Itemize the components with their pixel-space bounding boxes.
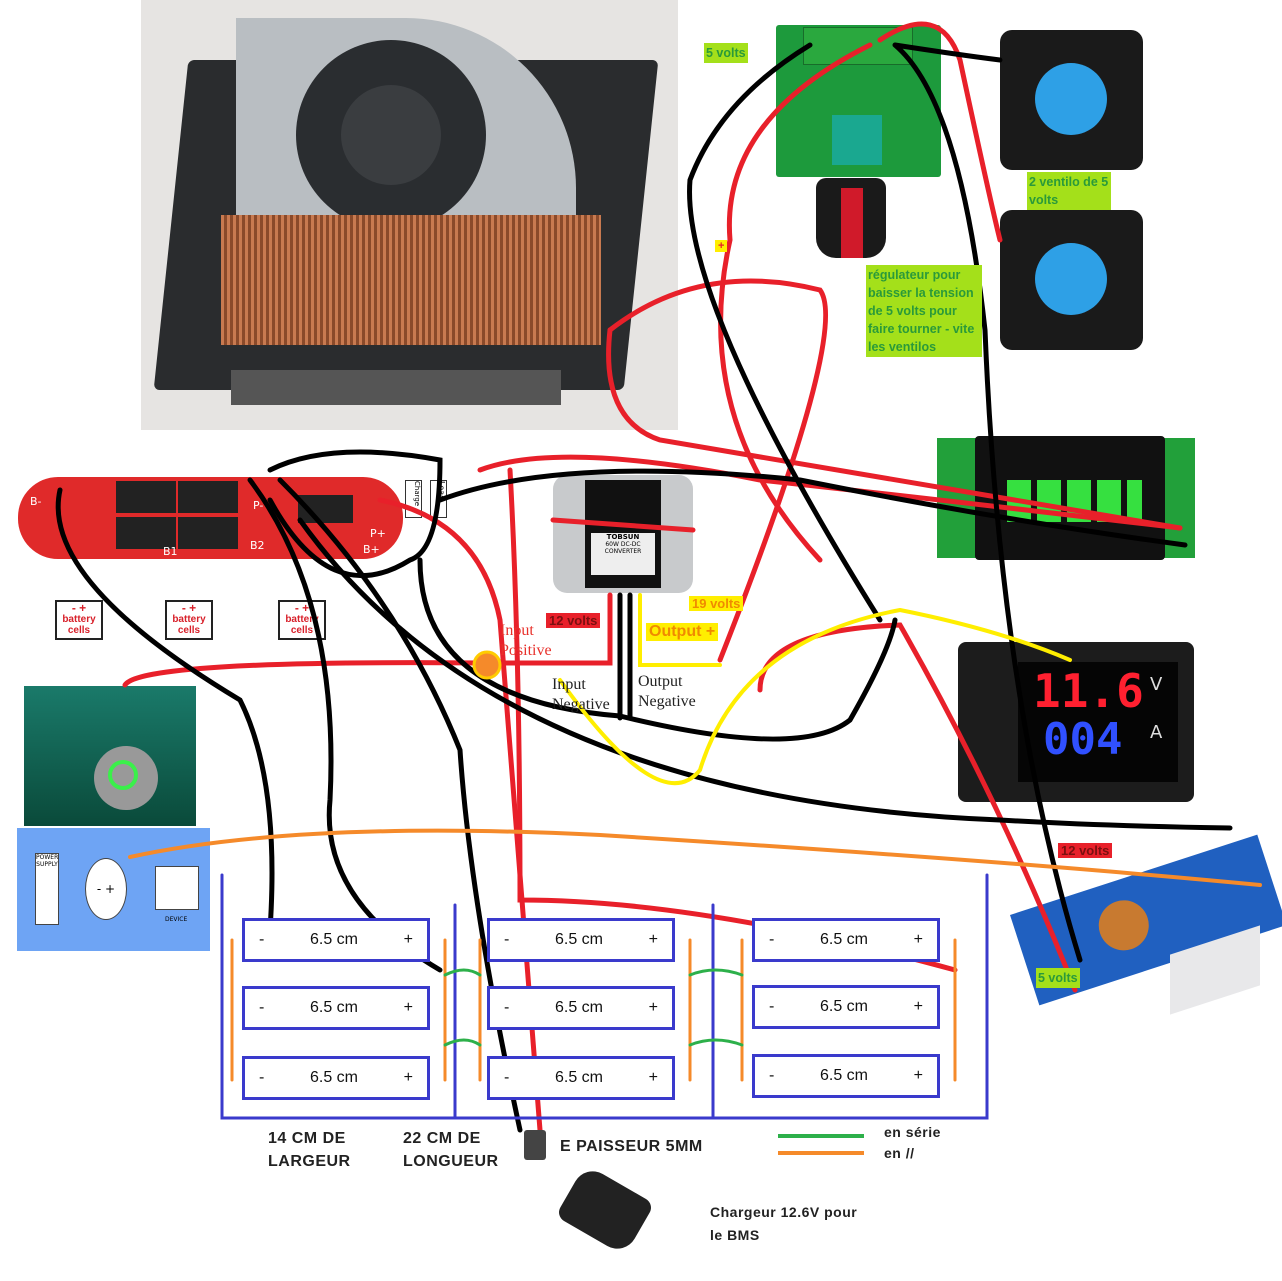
fan-1 xyxy=(1000,30,1143,170)
regulator-knob xyxy=(816,178,886,258)
illuminated-switch-photo xyxy=(24,686,196,826)
pack-cell: -6.5 cm+ xyxy=(242,986,430,1030)
meter-voltage-unit: V xyxy=(1150,674,1163,695)
parallel-links xyxy=(230,938,957,1082)
label-12-volts-buck: 12 volts xyxy=(1058,843,1113,858)
legend-parallel-line xyxy=(778,1151,864,1155)
volt-amp-meter: 11.6 V 004 A xyxy=(958,642,1194,802)
device-box xyxy=(155,866,199,910)
label-output-negative: Output Negative xyxy=(638,673,696,710)
meter-voltage: 11.6 xyxy=(1033,664,1144,718)
wire-yellow-output xyxy=(558,593,1072,786)
meter-current-unit: A xyxy=(1150,722,1163,743)
wire-black-fans xyxy=(892,42,1083,963)
potentiometer xyxy=(832,115,882,165)
dc-jack-icon xyxy=(524,1130,546,1160)
fan-hub xyxy=(341,85,441,185)
label-5-volts-regulator: 5 volts xyxy=(704,43,748,63)
dc-dc-converter: TOBSUN 60W DC-DC CONVERTER xyxy=(553,475,693,593)
fan-1-hub xyxy=(1035,63,1107,135)
wire-black-bms xyxy=(267,449,443,579)
pad-b-plus: B+ xyxy=(363,543,380,556)
fan-2-hub xyxy=(1035,243,1107,315)
mini-pc-photo xyxy=(141,0,678,430)
pack-cell: -6.5 cm+ xyxy=(487,1056,675,1100)
wire-black-converter xyxy=(617,592,633,721)
wire-red-pc-loop xyxy=(606,327,1183,531)
pad-b-minus: B- xyxy=(30,495,42,508)
wire-red-meter xyxy=(757,622,1078,993)
caption-width: 14 CM DE LARGEUR xyxy=(268,1130,351,1170)
io-ports xyxy=(231,370,561,405)
wire-red-fans xyxy=(877,21,1003,243)
caption-thickness: E PAISSEUR 5MM xyxy=(560,1138,703,1155)
pad-b1: B1 xyxy=(163,545,178,558)
label-5-volts-buck: 5 volts xyxy=(1036,968,1080,988)
battery-cell-2: - +battery cells xyxy=(165,600,213,640)
pack-cell: -6.5 cm+ xyxy=(487,918,675,962)
pack-cell: -6.5 cm+ xyxy=(752,1054,940,1098)
mosfet-3 xyxy=(116,517,176,549)
wire-red-charge xyxy=(377,497,543,1133)
input-junction xyxy=(472,650,502,680)
mosfet-1 xyxy=(116,481,176,513)
battery-cell-1: - +battery cells xyxy=(55,600,103,640)
wire-orange-parallel xyxy=(128,828,1262,887)
pack-cell: -6.5 cm+ xyxy=(242,918,430,962)
wire-red-pc xyxy=(607,278,829,663)
pack-frame xyxy=(220,873,989,1120)
pack-cell: -6.5 cm+ xyxy=(752,918,940,962)
pad-b2: B2 xyxy=(250,539,265,552)
label-plus: + xyxy=(715,240,728,252)
wire-black-meter xyxy=(297,517,1233,831)
switch-symbol: - + xyxy=(85,858,127,920)
label-regulator-note: régulateur pour baisser la tension de 5 … xyxy=(866,265,982,357)
label-input-positive: Input Positive xyxy=(500,622,552,659)
legend-series-label: en série xyxy=(884,1124,941,1140)
meter-current: 004 xyxy=(1043,714,1123,765)
fan-2 xyxy=(1000,210,1143,350)
converter-brand: TOBSUN xyxy=(606,533,640,541)
legend-series-line xyxy=(778,1134,864,1138)
legend-parallel-label: en // xyxy=(884,1145,915,1161)
power-supply-box: POWER SUPPLY xyxy=(35,853,59,925)
caption-length: 22 CM DE LONGUEUR xyxy=(403,1130,499,1170)
pad-p-minus: P- xyxy=(253,499,264,512)
pack-cell: -6.5 cm+ xyxy=(242,1056,430,1100)
label-fans: 2 ventilo de 5 volts xyxy=(1027,172,1111,210)
converter-model: 60W DC-DC CONVERTER xyxy=(604,541,642,555)
series-links xyxy=(443,968,744,1047)
wire-red-converter xyxy=(550,517,696,533)
label-12-volts-input: 12 volts xyxy=(546,613,601,628)
wire-black-pc-neg xyxy=(437,468,1188,548)
label-19-volts: 19 volts xyxy=(689,596,744,611)
pad-p-plus: P+ xyxy=(370,527,386,540)
wire-black-fan xyxy=(687,42,883,623)
wire-red-bms-input xyxy=(477,454,1183,531)
label-output-plus: Output + xyxy=(646,623,719,641)
pack-cell: -6.5 cm+ xyxy=(487,986,675,1030)
mosfet-2 xyxy=(178,481,238,513)
device-label: DEVICE xyxy=(165,916,188,923)
label-input-negative: Input Negative xyxy=(552,676,610,713)
caption-charger: Chargeur 12.6V pour le BMS xyxy=(710,1204,858,1243)
mosfet-4 xyxy=(178,517,238,549)
heatsink xyxy=(221,215,601,345)
wire-red-load xyxy=(507,467,958,973)
wire-black-output xyxy=(417,557,898,742)
pack-cell: -6.5 cm+ xyxy=(752,985,940,1029)
wire-black-pack-1 xyxy=(55,487,275,933)
power-icon xyxy=(108,760,138,790)
